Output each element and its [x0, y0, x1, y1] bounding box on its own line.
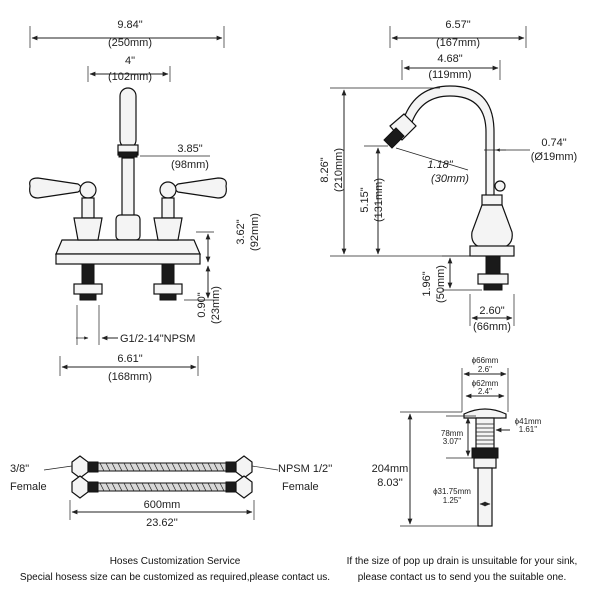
- gooseneck-mm: (119mm): [428, 69, 471, 81]
- base-width-in: 6.61": [117, 353, 142, 365]
- base-width-mm: (168mm): [108, 371, 152, 383]
- drain-caption-line2: please contact us to send you the suitab…: [358, 572, 566, 583]
- drain-diagram: ϕ66mm 2.6'' ϕ62mm 2.4'' ϕ41mm 1.61'' 78m…: [347, 356, 578, 583]
- drain-flange-dia-in: 2.4'': [478, 387, 493, 396]
- popup-drain: [463, 408, 507, 527]
- front-view: 9.84" (250mm) 4" (102mm): [29, 19, 261, 383]
- total-height-mm: (210mm): [333, 148, 345, 192]
- body-height-mm: (92mm): [249, 213, 261, 251]
- drain-upper-len-mm: 78mm: [441, 429, 464, 438]
- reach-in: 6.57": [445, 19, 470, 31]
- aerator-mm: (30mm): [431, 173, 469, 185]
- side-faucet: [383, 85, 515, 291]
- drain-body-dia-in: 1.61'': [519, 425, 538, 434]
- thread-spec: G1/2-14"NPSM: [120, 333, 195, 345]
- front-faucet: [29, 87, 227, 301]
- spout-outlet-in: 5.15": [359, 187, 371, 212]
- hose-caption-text: Special hosess size can be customized as…: [20, 572, 330, 583]
- shank-len-in: 1.96": [421, 271, 433, 296]
- drain-tail-dia-mm: ϕ31.75mm: [433, 487, 471, 496]
- overall-width-in: 9.84": [117, 19, 142, 31]
- hose-right-type: Female: [282, 481, 319, 493]
- center-spread-in: 4": [125, 55, 135, 67]
- hose-diagram: 3/8" Female NPSM 1/2'' Female 600mm 23.6…: [10, 455, 332, 583]
- drain-body-dia-mm: ϕ41mm: [515, 417, 542, 426]
- spout-outlet-mm: (131mm): [373, 178, 385, 222]
- spout-height-mm: (98mm): [171, 159, 209, 171]
- hose-right-size: NPSM 1/2'': [278, 463, 332, 475]
- drain-total-len-in: 8.03'': [377, 477, 403, 489]
- drain-flange-dia-mm: ϕ62mm: [472, 379, 499, 388]
- shank-in: 0.90": [196, 292, 208, 317]
- drain-total-len-mm: 204mm: [372, 463, 409, 475]
- body-height-in: 3.62": [235, 219, 247, 244]
- hose-caption-title: Hoses Customization Service: [110, 556, 241, 567]
- drain-top-dia-in: 2.6'': [478, 365, 493, 374]
- hose-length-mm: 600mm: [144, 499, 181, 511]
- overall-width-mm: (250mm): [108, 37, 152, 49]
- side-view: 6.57" (167mm) 4.68" (119mm) 8.26" (210mm…: [319, 19, 577, 333]
- reach-mm: (167mm): [436, 37, 480, 49]
- gooseneck-in: 4.68": [437, 53, 462, 65]
- hose-left-size: 3/8": [10, 463, 29, 475]
- drain-tail-dia-in: 1.25'': [443, 496, 462, 505]
- drain-upper-len-in: 3.07'': [443, 437, 462, 446]
- base-dia-in: 2.60": [479, 305, 504, 317]
- aerator-in: 1.18": [427, 159, 453, 171]
- hose-length-in: 23.62'': [146, 517, 178, 529]
- base-dia-mm: (66mm): [473, 321, 511, 333]
- spout-dia-mm: (Ø19mm): [531, 151, 577, 163]
- center-spread-mm: (102mm): [108, 71, 152, 83]
- total-height-in: 8.26": [319, 157, 331, 182]
- hose-lower: [71, 475, 253, 499]
- shank-len-mm: (50mm): [435, 265, 447, 303]
- drain-caption-line1: If the size of pop up drain is unsuitabl…: [347, 556, 578, 567]
- hose-upper: [71, 455, 253, 479]
- hose-left-type: Female: [10, 481, 47, 493]
- shank-mm: (23mm): [210, 286, 222, 324]
- drain-top-dia-mm: ϕ66mm: [472, 356, 499, 365]
- spout-dia-in: 0.74": [541, 137, 566, 149]
- spout-height-in: 3.85": [177, 143, 202, 155]
